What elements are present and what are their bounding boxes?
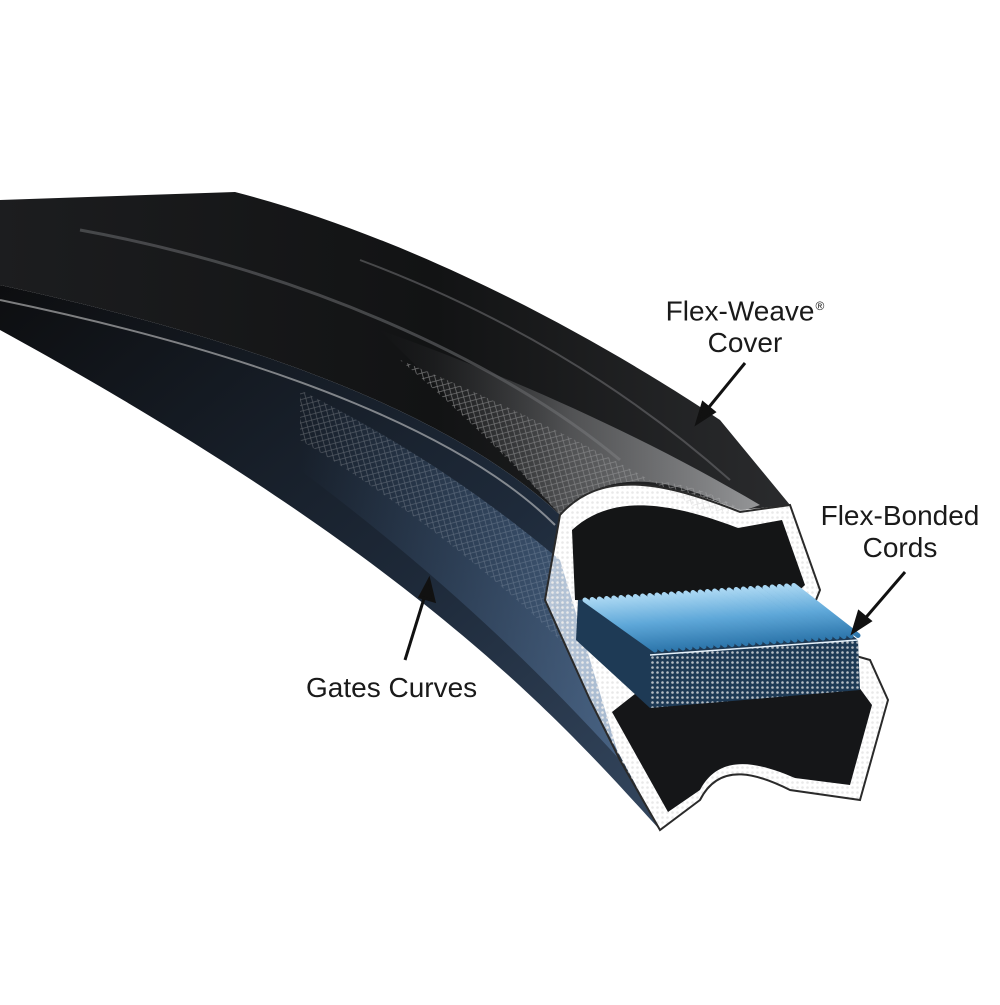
arrow-icon bbox=[850, 571, 907, 636]
cover-mesh-shade bbox=[380, 330, 760, 515]
cords-label-line1: Flex-Bonded bbox=[820, 500, 980, 531]
cord-strand bbox=[740, 586, 812, 642]
arrow-icon bbox=[694, 362, 747, 427]
flex-weave-cover-label: Flex-Weave® Cover bbox=[655, 290, 835, 359]
cord-strand bbox=[704, 589, 777, 644]
curves-label-text: Gates Curves bbox=[306, 672, 478, 703]
cord-strand bbox=[748, 586, 819, 641]
cords-label-line2: Cords bbox=[862, 532, 938, 563]
arrow-icon bbox=[403, 575, 437, 661]
cross-section-inner-top bbox=[572, 505, 805, 610]
flex-bonded-cords bbox=[576, 583, 861, 708]
cord-strand bbox=[654, 592, 728, 648]
side-edge-highlight bbox=[0, 299, 556, 526]
cord-strand bbox=[690, 590, 763, 645]
gates-curves-label: Gates Curves bbox=[306, 672, 526, 704]
cord-strand bbox=[791, 583, 861, 638]
cover-label-line2: Cover bbox=[707, 327, 783, 359]
cord-strand bbox=[769, 584, 840, 640]
cord-strand bbox=[640, 593, 714, 649]
cord-strand bbox=[582, 597, 658, 653]
cover-label-line1: Flex-Weave bbox=[665, 295, 815, 327]
cord-strand bbox=[762, 585, 833, 640]
cord-strand bbox=[632, 594, 707, 649]
cord-strand bbox=[604, 596, 679, 651]
cord-strand bbox=[625, 594, 700, 650]
cord-strand bbox=[676, 591, 749, 646]
flex-bonded-cords-label: Flex-Bonded Cords bbox=[800, 500, 1000, 564]
cord-strand bbox=[733, 587, 805, 642]
cord-strand bbox=[611, 595, 686, 651]
cord-strand bbox=[661, 592, 735, 647]
cord-strand bbox=[712, 588, 784, 644]
cord-strand bbox=[755, 585, 826, 641]
cord-strand bbox=[668, 591, 742, 647]
cord-strand bbox=[683, 590, 756, 646]
cross-section-inner-bottom bbox=[612, 675, 872, 812]
belt-side-surface bbox=[0, 285, 660, 830]
cord-strand bbox=[647, 593, 721, 648]
belt-top-highlight-2 bbox=[359, 259, 731, 481]
cord-strand bbox=[618, 595, 693, 650]
cord-strand bbox=[776, 584, 847, 639]
cord-strand bbox=[697, 589, 770, 645]
cord-strands bbox=[582, 583, 861, 653]
cord-strand bbox=[596, 596, 672, 652]
side-mesh-shade bbox=[300, 390, 620, 760]
cord-strand bbox=[726, 587, 798, 643]
cord-strand bbox=[589, 597, 665, 652]
cord-strand bbox=[784, 583, 854, 639]
registered-mark: ® bbox=[815, 299, 825, 313]
cord-strand bbox=[719, 588, 791, 643]
